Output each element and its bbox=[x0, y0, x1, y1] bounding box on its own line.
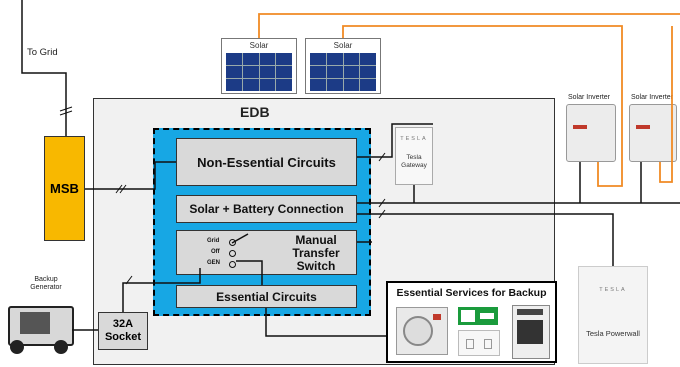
solar-battery-connection-block: Solar + Battery Connection bbox=[176, 195, 357, 223]
air-conditioner-icon bbox=[396, 307, 448, 355]
essential-services-title: Essential Services for Backup bbox=[396, 287, 547, 299]
generator-label-line-1: Backup bbox=[34, 276, 58, 283]
sbc-tick bbox=[378, 198, 386, 219]
generator-label-line-2: Generator bbox=[30, 284, 62, 291]
solar-inverter-2 bbox=[629, 104, 677, 162]
socket-line-2: Socket bbox=[104, 331, 142, 343]
msb-wire-tick bbox=[115, 184, 127, 194]
inverter-1-logo-icon bbox=[573, 125, 587, 129]
switch-gen-label: GEN bbox=[207, 260, 221, 266]
gateway-brand: TESLA bbox=[400, 136, 428, 142]
essential-services-box: Essential Services for Backup bbox=[386, 281, 557, 363]
mts-line-3: Switch bbox=[296, 259, 336, 273]
nec-to-gateway-wire bbox=[357, 123, 433, 158]
switch-grid-label: Grid bbox=[207, 238, 220, 244]
switch-off-terminal bbox=[229, 250, 236, 257]
power-outlet-icon bbox=[458, 330, 500, 356]
switch-off-label: Off bbox=[211, 249, 220, 255]
solar-panel-2-label: Solar bbox=[333, 41, 353, 50]
solar-panel-1-label: Solar bbox=[249, 41, 269, 50]
powerwall-brand: TESLA bbox=[599, 287, 627, 293]
solar-inverter-1 bbox=[566, 104, 616, 162]
manual-transfer-switch-block: Manual Transfer Switch Grid Off GEN bbox=[176, 230, 357, 275]
socket-to-switch-wire bbox=[122, 268, 201, 312]
essential-circuits-block: Essential Circuits bbox=[176, 285, 357, 308]
non-essential-circuits-label: Non-Essential Circuits bbox=[197, 154, 336, 170]
edb-title: EDB bbox=[240, 104, 270, 120]
to-grid-label: To Grid bbox=[27, 47, 58, 58]
tesla-gateway: TESLA Tesla Gateway bbox=[395, 127, 433, 185]
socket-32a-box: 32A Socket bbox=[98, 312, 148, 350]
socket-tick bbox=[125, 275, 133, 285]
grid-wire-tick bbox=[59, 106, 73, 116]
gateway-label-line-2: Gateway bbox=[401, 162, 427, 169]
mts-line-2: Transfer bbox=[292, 246, 340, 260]
sbc-to-powerwall-wire bbox=[357, 213, 614, 266]
mts-line-1: Manual bbox=[295, 233, 337, 247]
solar-string-2-wire bbox=[342, 25, 623, 187]
switch-blade bbox=[231, 233, 249, 244]
non-essential-circuits-block: Non-Essential Circuits bbox=[176, 138, 357, 186]
essential-to-services-wire bbox=[265, 308, 386, 337]
switch-to-essential-wire bbox=[236, 260, 263, 285]
exit-sign-icon bbox=[458, 307, 498, 325]
solar-panel-2-cells bbox=[310, 53, 376, 91]
solar-string-1-wire bbox=[258, 13, 680, 38]
powerwall-label: Tesla Powerwall bbox=[586, 329, 640, 338]
inverter-1-label: Solar Inverter bbox=[568, 94, 611, 101]
solar-panel-1-cells bbox=[226, 53, 292, 91]
gateway-label: Tesla Gateway bbox=[396, 154, 432, 170]
solar-string-3-wire bbox=[659, 26, 673, 183]
solar-battery-connection-label: Solar + Battery Connection bbox=[189, 202, 344, 216]
backup-generator-icon bbox=[6, 296, 74, 354]
inverter-2-label: Solar Inverter bbox=[631, 94, 674, 101]
msb-box: MSB bbox=[44, 136, 85, 241]
grid-wire bbox=[21, 0, 67, 136]
gateway-label-line-1: Tesla bbox=[406, 154, 422, 161]
nec-gateway-tick bbox=[378, 152, 386, 162]
oven-icon bbox=[512, 305, 550, 359]
solar-panel-2: Solar bbox=[305, 38, 381, 94]
tesla-powerwall: TESLA Tesla Powerwall bbox=[578, 266, 648, 364]
generator-label: Backup Generator bbox=[22, 276, 70, 292]
switch-gen-terminal bbox=[229, 261, 236, 268]
msb-label: MSB bbox=[50, 181, 79, 196]
manual-transfer-switch-title: Manual Transfer Switch bbox=[277, 234, 355, 273]
inverter-2-logo-icon bbox=[636, 125, 650, 129]
socket-line-1: 32A bbox=[112, 318, 134, 330]
solar-panel-1: Solar bbox=[221, 38, 297, 94]
essential-circuits-label: Essential Circuits bbox=[216, 289, 317, 304]
msb-to-nec-wire bbox=[85, 161, 176, 190]
